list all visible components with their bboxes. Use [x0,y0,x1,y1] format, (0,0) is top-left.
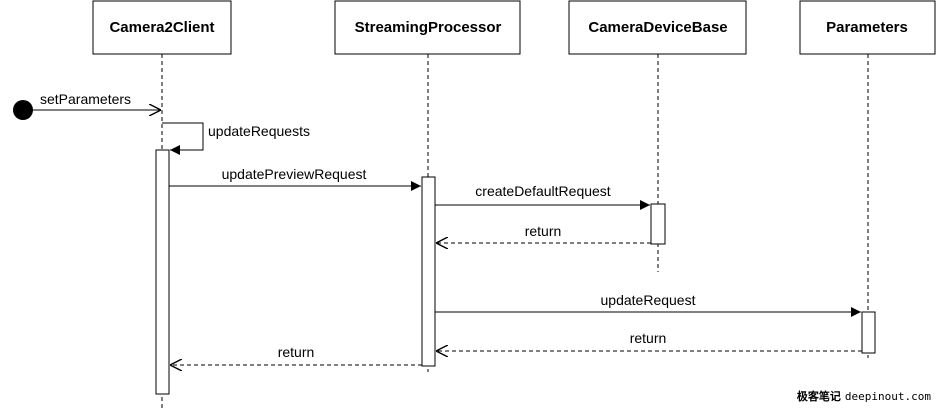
participant-camera2client: Camera2Client [92,0,232,55]
message-arrow-update-requests [162,122,204,155]
participant-parameters: Parameters [799,0,936,55]
found-message-start [13,100,33,120]
participant-label: Camera2Client [109,19,214,36]
participant-label: StreamingProcessor [355,19,502,36]
message-label-return-to-client: return [278,344,315,360]
message-label-create-default-request: createDefaultRequest [475,183,611,199]
message-label-update-preview-request: updatePreviewRequest [222,166,367,182]
activation-camera2client [155,149,170,395]
watermark-site: deepinout.com [844,390,931,403]
message-label-return-from-parameters: return [630,330,667,346]
message-label-return-from-device: return [525,223,562,239]
participant-cameradevicebase: CameraDeviceBase [568,0,747,55]
activation-parameters [861,311,876,354]
participant-label: CameraDeviceBase [588,19,727,36]
message-label-update-requests: updateRequests [208,123,310,139]
activation-streamingprocessor [421,176,436,367]
activation-cameradevicebase [650,203,666,245]
participant-streamingprocessor: StreamingProcessor [334,0,521,55]
watermark-logo: 极客笔记 [796,390,841,403]
participant-label: Parameters [826,19,908,36]
message-label-update-request: updateRequest [601,292,696,308]
message-label-set-parameters: setParameters [40,91,131,107]
